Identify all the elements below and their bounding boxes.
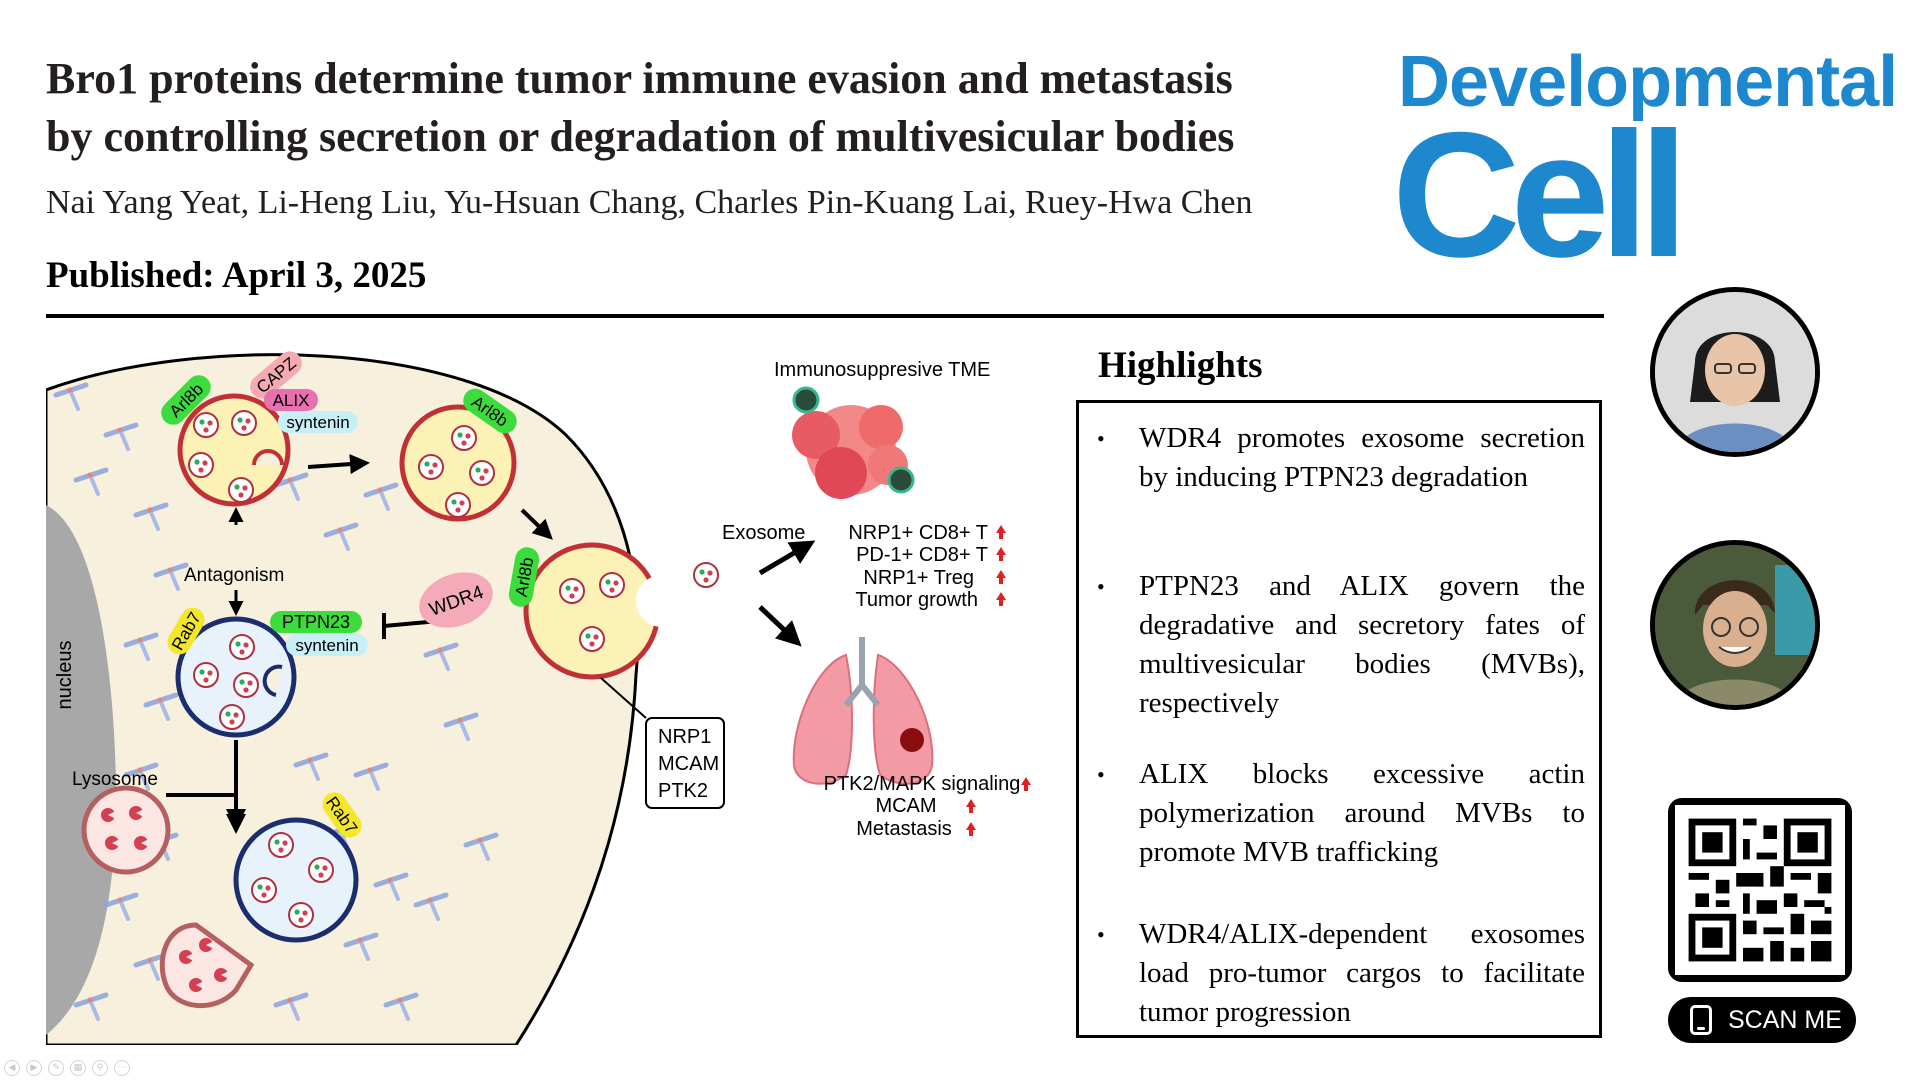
tumor-cluster-icon [792,386,915,499]
bullet-icon: • [1097,762,1105,787]
scan-me-button[interactable]: SCAN ME [1668,997,1856,1043]
title-line-1: Bro1 proteins determine tumor immune eva… [46,54,1233,103]
tme-effects: NRP1+ CD8+ T PD-1+ CD8+ T NRP1+ Treg Tum… [848,522,988,611]
mvb-fusing [523,542,688,680]
tme-label: Immunosuppresive TME [774,359,990,381]
badge-alix [264,389,318,411]
badge-syntenin-1 [278,411,358,433]
journal-logo-developmental: Developmental [1398,42,1898,122]
badge-arl8b-3: Arl8b [508,547,540,607]
graphical-abstract: nucleus Arl8b CAPZ ALIX syntenin [46,351,1031,1045]
svg-text:PTK2: PTK2 [658,780,708,802]
slideshow-controls: ◀ ▶ ✎ ▦ ⚲ ⋯ [4,1060,130,1076]
svg-text:Metastasis: Metastasis [856,818,952,840]
cell-membrane [46,353,640,1045]
nucleus-label: nucleus [54,641,76,710]
svg-text:PD-1+ CD8+ T: PD-1+ CD8+ T [856,544,988,566]
bullet-icon: • [1097,922,1105,947]
svg-text:MCAM: MCAM [875,795,936,817]
title-line-2: by controlling secretion or degradation … [46,112,1235,161]
author-photo-2 [1650,540,1820,710]
svg-text:MCAM: MCAM [658,753,719,775]
antagonism-label: Antagonism [184,565,284,586]
highlight-item: • PTPN23 and ALIX govern the degradative… [1097,567,1585,723]
nucleus-shape [46,505,116,1035]
phone-icon [1690,1005,1712,1035]
svg-text:NRP1: NRP1 [658,726,711,748]
more-options-icon[interactable]: ⋯ [114,1060,130,1076]
header-divider [46,314,1604,318]
mvb-lysosome-fusion [159,817,359,1008]
qr-code[interactable] [1668,798,1852,982]
svg-text:NRP1+ CD8+ T: NRP1+ CD8+ T [848,522,988,544]
author-list: Nai Yang Yeat, Li-Heng Liu, Yu-Hsuan Cha… [46,184,1253,221]
publication-date: Published: April 3, 2025 [46,255,427,296]
highlights-box: • WDR4 promotes exosome secretion by ind… [1076,400,1602,1038]
mvb-degradative [175,616,297,738]
lung-up-arrows [966,777,1031,836]
tme-up-arrows [996,525,1006,606]
svg-text:syntenin: syntenin [286,413,349,432]
lung-effects: PTK2/MAPK signaling MCAM Metastasis [824,773,1021,840]
svg-text:ALIX: ALIX [273,391,310,410]
svg-text:PTPN23: PTPN23 [282,612,350,632]
cargo-box [645,717,725,809]
scan-me-label: SCAN ME [1728,1005,1842,1034]
person-icon [1655,292,1815,452]
svg-text:NRP1+ Treg: NRP1+ Treg [863,567,974,589]
author-photo-1 [1650,287,1820,457]
slides-grid-icon[interactable]: ▦ [70,1060,86,1076]
highlight-item: • ALIX blocks excessive actin polymeriza… [1097,755,1585,872]
highlight-item: • WDR4/ALIX-dependent exosomes load pro-… [1097,915,1585,1032]
highlights-title: Highlights [1098,345,1263,386]
svg-text:Tumor growth: Tumor growth [855,589,978,611]
pen-icon[interactable]: ✎ [48,1060,64,1076]
highlight-item: • WDR4 promotes exosome secretion by ind… [1097,419,1585,497]
lysosome-label: Lysosome [72,769,158,790]
previous-slide-icon[interactable]: ◀ [4,1060,20,1076]
badge-ptpn23 [270,611,362,633]
svg-text:syntenin: syntenin [295,636,358,655]
bullet-icon: • [1097,426,1105,451]
svg-text:PTK2/MAPK signaling: PTK2/MAPK signaling [824,773,1021,795]
qr-pattern [1675,805,1845,975]
lysosome [81,785,171,875]
mvb-secretory-top [177,393,291,507]
paper-title: Bro1 proteins determine tumor immune eva… [46,50,1386,166]
exosome [693,562,719,588]
lung-icon [792,637,934,785]
exosome-label: Exosome [722,522,805,544]
badge-wdr4: WDR4 [419,572,493,628]
bullet-icon: • [1097,574,1105,599]
person-icon [1655,545,1815,705]
mvb-secretory-mid [399,404,517,522]
journal-logo-cell: Cell [1392,95,1688,294]
zoom-icon[interactable]: ⚲ [92,1060,108,1076]
next-slide-icon[interactable]: ▶ [26,1060,42,1076]
badge-syntenin-2 [286,634,368,656]
